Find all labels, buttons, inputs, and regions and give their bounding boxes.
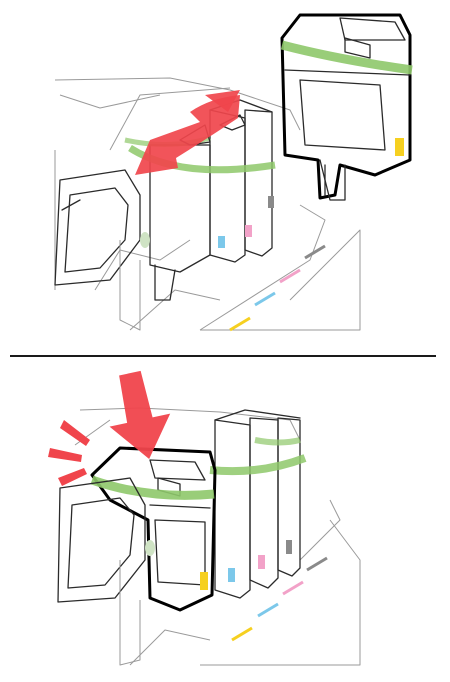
magenta-strip (279, 268, 301, 284)
inserted-cartridge (90, 446, 217, 612)
magenta-label (245, 225, 252, 237)
pull-arrow (135, 95, 240, 175)
click-marks (48, 420, 90, 486)
cyan-label (218, 236, 225, 248)
black-strip (304, 244, 326, 260)
yellow-label (395, 138, 404, 156)
panel-remove-cartridge (54, 13, 413, 332)
installed-cartridges (209, 409, 307, 599)
removed-cartridge (280, 13, 413, 201)
push-arrow (109, 370, 171, 460)
yellow-strip (229, 316, 251, 332)
cyan-strip (254, 291, 276, 307)
installed-cartridges (124, 99, 276, 273)
black-label (268, 196, 274, 208)
open-door (57, 477, 155, 603)
panel-insert-cartridge (48, 370, 361, 666)
open-door (54, 169, 150, 286)
yellow-label (200, 572, 208, 590)
